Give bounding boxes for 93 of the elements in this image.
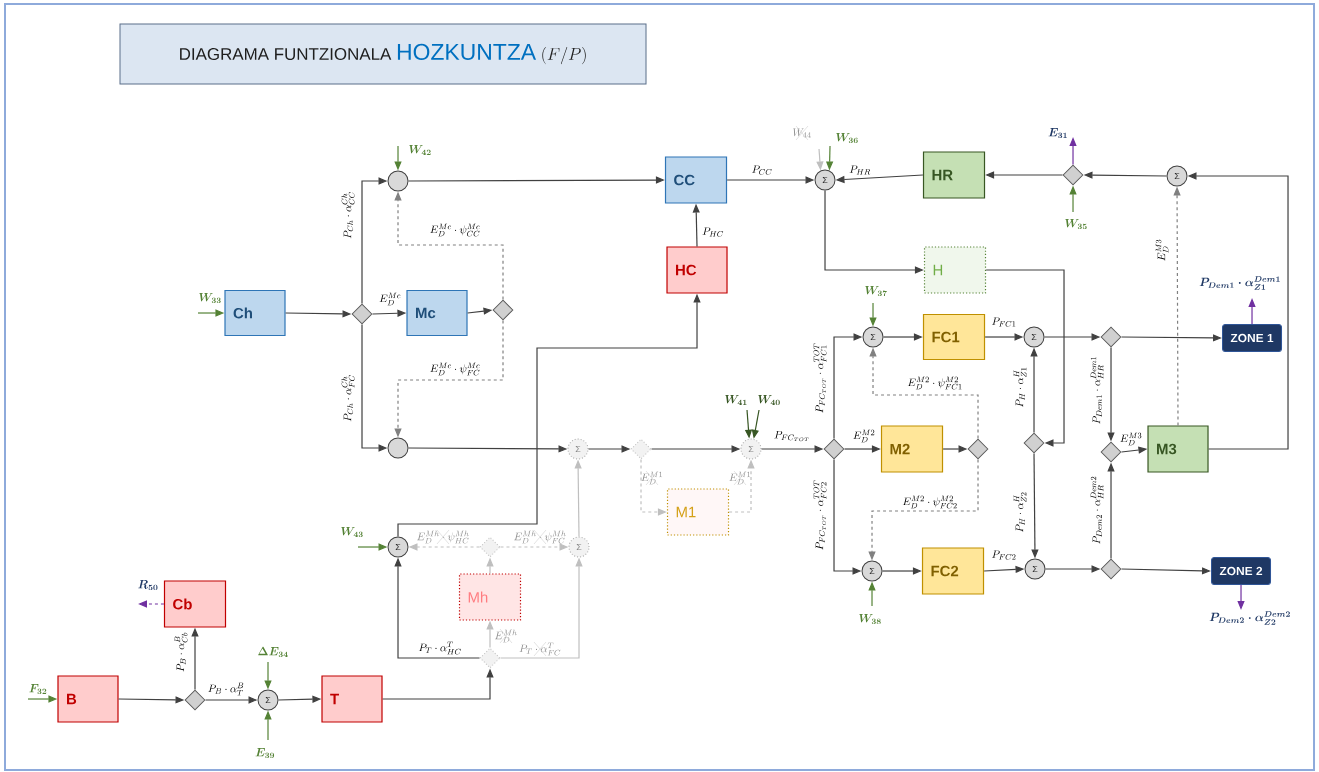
arrow [985,269,1065,447]
zone-box: ZONE 2 [1211,557,1271,585]
edge-label: $P_{Ch}\cdot\alpha^{Ch}_{CC}$ [341,192,355,239]
edge-label: $E^{M2}_{D}$ [853,429,875,443]
split-diamond [1100,441,1122,463]
split-diamond [479,647,501,669]
process-box: T [321,675,383,723]
edge-label: $E^{M3}_{D}$ [1120,432,1142,446]
edge-label: $P_{FC_{TOT}}$ [774,430,809,442]
edge-label: $P_{HC}$ [702,227,724,237]
edge-label: $F_{32}$ [29,684,47,695]
summing-junction: Σ [257,689,279,711]
edge-label: $W_{42}$ [409,145,431,155]
title-box: DIAGRAMA FUNTZIONALA HOZKUNTZA $(F/P)$ [119,23,647,85]
process-box: Mc [406,289,468,337]
summing-junction: Σ [568,536,590,558]
edge-label: $E_{39}$ [255,748,275,759]
summing-junction: Σ [387,536,409,558]
edge-label: $W_{40}$ [758,395,780,406]
process-box: Ch [224,289,286,337]
split-diamond [1100,558,1122,580]
split-diamond [630,438,652,460]
junction-circle [387,437,409,459]
split-diamond [492,299,514,321]
crossed-out-label: $E^{Mh}_{D}\cdot\psi^{Mh}_{HC}$ [417,529,469,545]
edge-label: $E^{Mc}_{D}$ [379,292,401,306]
edge-label: $W_{41}$ [725,395,747,405]
summing-junction: Σ [1024,558,1046,580]
edge-label: $P_{FC1}$ [992,317,1016,327]
summing-junction: Σ [740,438,762,460]
junction-circle [387,170,409,192]
edge-label: $E^{Mc}_{D}\cdot\psi^{Mc}_{FC}$ [430,362,480,376]
split-diamond [823,438,845,460]
edge-label: $P_{HR}$ [849,165,871,175]
edge-label: $W_{36}$ [836,133,858,144]
edge-label: $W_{43}$ [341,527,363,538]
edge-label: $P_{B}\cdot\alpha^{B}_{T}$ [208,682,244,696]
split-diamond [967,438,989,460]
edge-label: $P_{Dem1}\cdot\alpha^{Dem1}_{Z1}$ [1199,276,1280,290]
process-box: HC [666,246,728,294]
process-box: FC1 [922,313,986,361]
edge-label: $P_{T}\cdot\alpha^{T}_{HC}$ [418,641,461,655]
edge-label: $W_{33}$ [199,293,221,304]
edge-label: $P_{H}\cdot\alpha^{H}_{Z2}$ [1013,492,1027,533]
process-box: H [923,246,987,294]
process-box: CC [664,156,728,204]
edge-label: $P_{B}\cdot\alpha^{B}_{Cb}$ [174,632,188,672]
edge-label: $E^{Mc}_{D}\cdot\psi^{Mc}_{CC}$ [430,223,480,237]
summing-junction: Σ [861,560,883,582]
edge-label: $P_{Dem2}\cdot\alpha^{Dem2}_{Z2}$ [1209,611,1290,625]
edge-label: $P_{FC_{TOT}}\cdot\alpha^{TOT}_{FC1}$ [813,343,827,413]
edge-label: $E^{M2}_{D}\cdot\psi^{M2}_{FC2}$ [902,495,957,509]
edge-label: $P_{H}\cdot\alpha^{H}_{Z1}$ [1013,367,1027,408]
edge-label: $W_{37}$ [865,286,888,297]
edge-label: $W_{35}$ [1065,219,1087,230]
edge-label: $W_{38}$ [859,614,881,625]
summing-junction: Σ [1166,165,1188,187]
edge-label: $E_{31}$ [1048,128,1067,139]
process-box: M2 [880,425,944,473]
summing-junction: Σ [862,326,884,348]
edge-label: $P_{FC2}$ [992,550,1016,560]
crossed-out-label: $E^{Mh}_{D}\cdot\psi^{Mh}_{FC}$ [514,529,566,545]
edge-label: $R_{50}$ [138,580,158,591]
summing-junction: Σ [567,438,589,460]
process-box: M1 [666,488,730,536]
crossed-out-label: $E^{Mh}_{D}$ [494,628,517,644]
process-box: M3 [1147,425,1209,473]
edge-label: $P_{Dem2}\cdot\alpha^{Dem2}_{HR}$ [1090,476,1104,544]
process-box: FC2 [921,547,985,595]
process-box: Mh [458,573,522,621]
split-diamond [351,303,373,325]
edge-label: $P_{FC_{TOT}}\cdot\alpha^{TOT}_{FC2}$ [813,480,827,550]
split-diamond [1100,326,1122,348]
summing-junction: Σ [814,169,836,191]
crossed-out-label: $P_{T}\cdot\alpha^{T}_{FC}$ [519,641,561,657]
process-box: HR [922,151,986,199]
zone-box: ZONE 1 [1222,324,1282,352]
edge-label: $\Delta E_{34}$ [258,646,288,658]
edge-label: $E^{M3}_{D}$ [1155,239,1169,261]
split-diamond [479,536,501,558]
crossed-out-label: $E^{M1}_{D}$ [729,470,751,486]
split-diamond [1062,164,1084,186]
edge-label: $P_{Dem1}\cdot\alpha^{Dem1}_{HR}$ [1090,356,1104,424]
edge-label: $P_{Ch}\cdot\alpha^{Ch}_{FC}$ [341,375,355,422]
process-box: Cb [163,580,227,628]
split-diamond [1023,432,1045,454]
edge-label: $E^{M2}_{D}\cdot\psi^{M2}_{FC1}$ [907,376,962,390]
crossed-out-label: $W_{44}$ [792,125,811,141]
process-box: B [57,675,119,723]
summing-junction: Σ [1023,326,1045,348]
crossed-out-label: $E^{M1}_{D}$ [641,470,663,486]
edge-label: $P_{CC}$ [752,165,772,175]
split-diamond [184,689,206,711]
